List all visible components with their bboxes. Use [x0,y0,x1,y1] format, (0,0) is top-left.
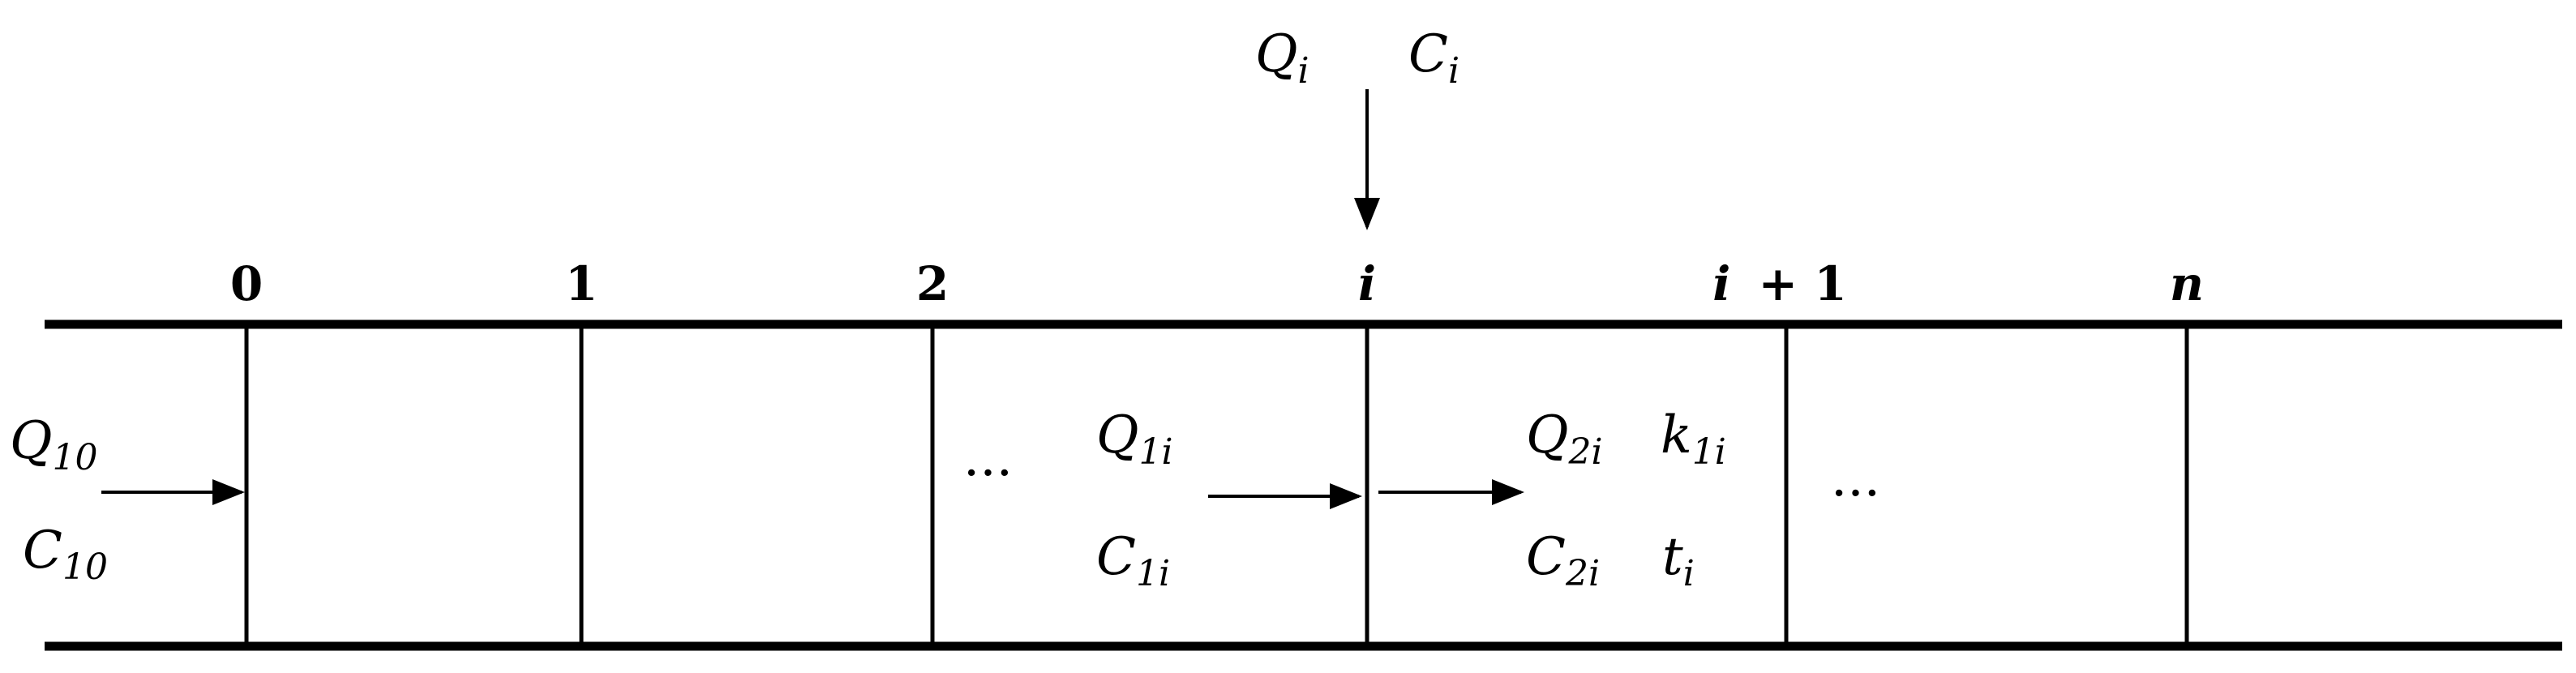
boundary-q-label: Q10 [10,411,97,478]
time-t-label: ti [1662,527,1695,594]
downstream-c-label: C2i [1526,527,1600,594]
boundary-c-label: C10 [23,521,108,588]
ellipsis-left: ··· [963,444,1013,504]
node-label-i-plus-1: i + 1 [1712,256,1846,311]
node-label-2: 2 [916,256,949,311]
upstream-q-label: Q1i [1096,405,1173,473]
inflow-c-label: Ci [1408,24,1459,92]
inflow-q-label: Qi [1255,24,1309,92]
decay-k-label: k1i [1661,405,1726,473]
node-label-n: n [2170,256,2204,311]
node-label-1: 1 [565,256,598,311]
upstream-c-label: C1i [1096,527,1170,594]
ellipsis-right: ··· [1831,464,1880,524]
downstream-q-label: Q2i [1526,405,1603,473]
node-label-0: 0 [230,256,263,311]
node-label-i: i [1358,256,1376,311]
